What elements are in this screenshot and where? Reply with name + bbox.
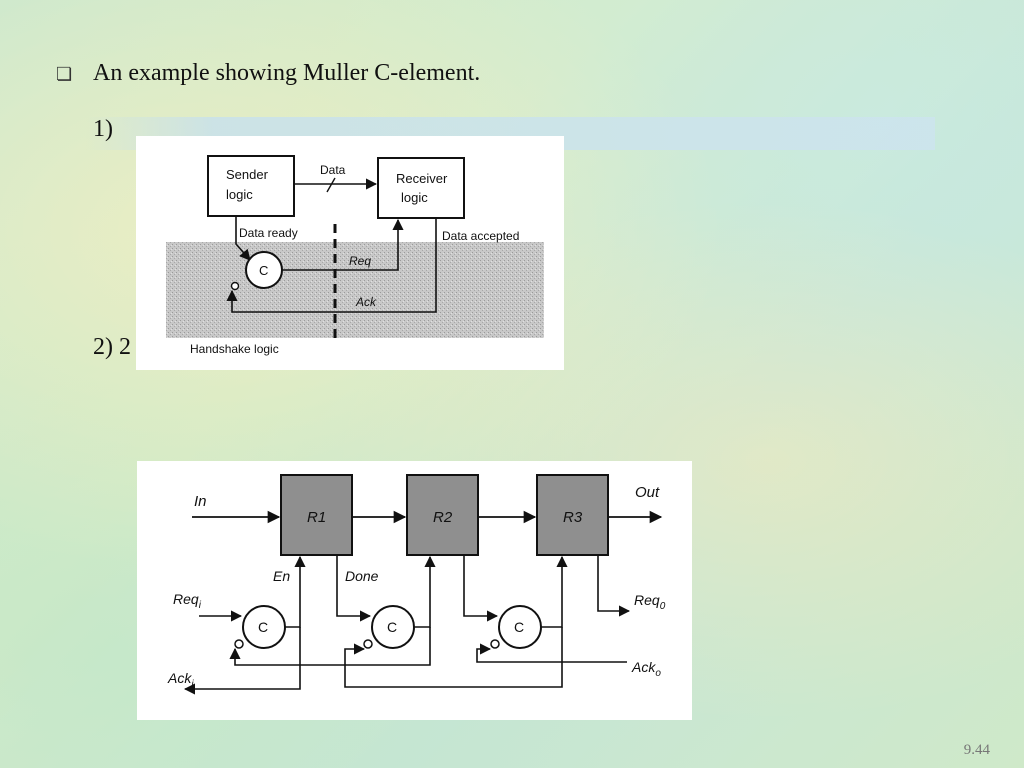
- c-element-1-label: C: [258, 619, 268, 635]
- register-r1: [280, 474, 353, 556]
- register-r2: [406, 474, 479, 556]
- c-element-2-label: C: [387, 619, 397, 635]
- req-label: Req: [349, 254, 371, 268]
- data-ready-label: Data ready: [239, 226, 298, 240]
- receiver-label-line1: Receiver: [396, 171, 448, 186]
- c-element-label: C: [259, 263, 268, 278]
- c3-en-wire: [541, 555, 568, 628]
- reqo-wire: [597, 555, 631, 617]
- acki-label: Acki: [167, 670, 194, 690]
- handshake-logic-label: Handshake logic: [190, 342, 279, 356]
- register-r1-label: R1: [307, 509, 326, 526]
- ack-wire: [226, 218, 437, 313]
- receiver-label-line2: logic: [401, 190, 428, 205]
- sender-label-line2: logic: [226, 187, 253, 202]
- handshake-diagram: Sender logic Receiver logic Data Data re…: [136, 136, 564, 370]
- sender-logic-box: [207, 155, 295, 217]
- c-element-3-label: C: [514, 619, 524, 635]
- done-wire-1: [336, 555, 372, 622]
- sender-label-line1: Sender: [226, 167, 269, 182]
- inverter-bubble-1: [234, 639, 244, 649]
- data-ready-wire: [235, 216, 251, 261]
- item-1-label: 1): [93, 116, 113, 142]
- checkbox-bullet-icon: ❏: [56, 64, 73, 84]
- done-label: Done: [345, 568, 379, 584]
- c1-ack-out-wire: [183, 627, 301, 695]
- inverter-bubble-2: [363, 639, 373, 649]
- c3-feedback-wire: [344, 627, 563, 688]
- register-r3: [536, 474, 609, 556]
- micropipeline-diagram: R1 R2 R3 In Out C C C Reqi En Acki Done: [137, 461, 692, 720]
- data-bus-slash: [326, 177, 336, 193]
- c2-en-wire: [414, 555, 436, 628]
- reqi-label: Reqi: [173, 591, 202, 611]
- acko-wire: [476, 643, 627, 663]
- data-accepted-label: Data accepted: [442, 229, 519, 243]
- receiver-logic-box: [377, 157, 465, 219]
- in-label: In: [194, 493, 207, 510]
- en-label: En: [273, 568, 290, 584]
- ack-label: Ack: [355, 295, 377, 309]
- done-wire-2: [463, 555, 499, 622]
- c2-feedback-wire: [229, 627, 431, 666]
- slide-heading: An example showing Muller C-element.: [93, 60, 481, 86]
- page-number: 9.44: [963, 742, 990, 758]
- register-r2-label: R2: [433, 509, 453, 526]
- inverter-bubble-3: [490, 639, 500, 649]
- register-r3-label: R3: [563, 509, 583, 526]
- ack-inverter-bubble: [230, 281, 240, 291]
- req-wire: [282, 218, 404, 271]
- reqo-label: Req0: [634, 592, 666, 612]
- out-label: Out: [635, 484, 660, 501]
- item-2-label: 2) 2: [93, 334, 131, 360]
- acko-label: Acko: [631, 659, 661, 679]
- data-label: Data: [320, 163, 346, 177]
